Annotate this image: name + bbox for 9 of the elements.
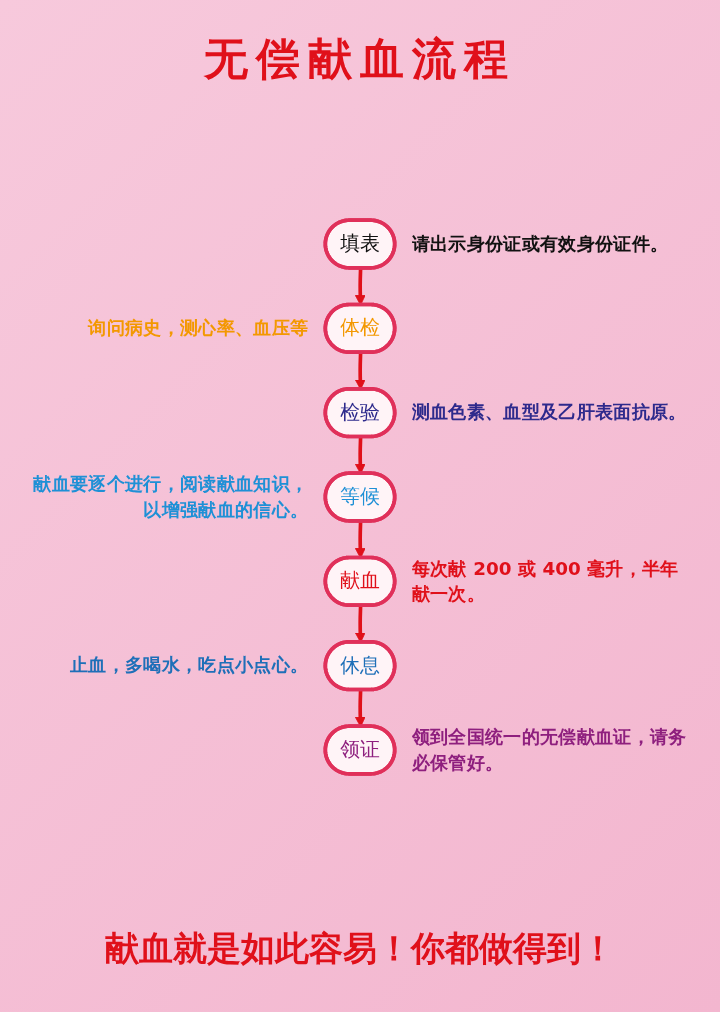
step-note: 询问病史，测心率、血压等 <box>86 315 309 341</box>
step-note: 止血，多喝水，吃点小点心。 <box>68 653 309 679</box>
step-note: 请出示身份证或有效身份证件。 <box>411 231 670 257</box>
step-note: 每次献 200 或 400 毫升，半年献一次。 <box>411 555 680 607</box>
slogan: 献血就是如此容易！你都做得到！ <box>104 927 616 970</box>
step-note: 献血要逐个进行，阅读献血知识，以增强献血的信心。 <box>32 471 309 523</box>
poster-title: 无偿献血流程 <box>203 32 517 86</box>
step-note: 领到全国统一的无偿献血证，请务必保管好。 <box>411 724 688 776</box>
step-note: 测血色素、血型及乙肝表面抗原。 <box>411 400 688 426</box>
